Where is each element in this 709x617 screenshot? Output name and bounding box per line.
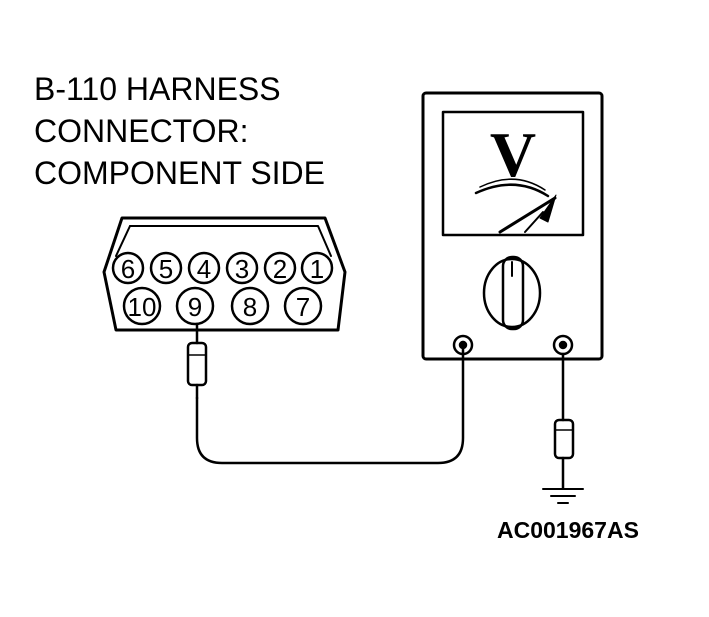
ground-lead xyxy=(553,352,575,490)
pin-label-1: 1 xyxy=(310,254,324,284)
terminal-left[interactable] xyxy=(452,334,474,356)
test-lead-pin9 xyxy=(186,322,465,465)
pin-6 xyxy=(111,251,145,285)
pin-label-5: 5 xyxy=(159,254,173,284)
pin-3 xyxy=(225,251,259,285)
pin-label-4: 4 xyxy=(197,254,211,284)
pin-label-9: 9 xyxy=(188,292,202,322)
meter-display xyxy=(441,110,585,237)
harness-connector xyxy=(102,216,347,332)
figure-code: AC001967AS xyxy=(497,517,639,543)
pin-1 xyxy=(300,251,334,285)
pin-label-10: 10 xyxy=(128,292,157,322)
pin-4 xyxy=(187,251,221,285)
pin-7 xyxy=(283,286,323,326)
pin-label-6: 6 xyxy=(121,254,135,284)
title-line-3: COMPONENT SIDE xyxy=(34,155,325,191)
connector-title: B-110 HARNESS CONNECTOR: COMPONENT SIDE xyxy=(34,68,325,194)
selector-knob[interactable] xyxy=(482,255,542,331)
pin-5 xyxy=(149,251,183,285)
ground-symbol-icon xyxy=(542,488,584,504)
pin-2 xyxy=(263,251,297,285)
pin-label-2: 2 xyxy=(273,254,287,284)
pin-row-top xyxy=(111,251,334,285)
title-line-2: CONNECTOR: xyxy=(34,113,249,149)
pin-label-3: 3 xyxy=(235,254,249,284)
title-line-1: B-110 HARNESS xyxy=(34,71,281,107)
pin-label-7: 7 xyxy=(296,292,310,322)
pin-9 xyxy=(175,286,215,326)
voltmeter xyxy=(421,91,604,361)
pin-8 xyxy=(230,286,270,326)
pin-label-8: 8 xyxy=(243,292,257,322)
pin-row-bottom xyxy=(122,286,323,326)
meter-display-symbol: V xyxy=(490,119,536,190)
pin-10 xyxy=(122,286,162,326)
terminal-right[interactable] xyxy=(552,334,574,356)
